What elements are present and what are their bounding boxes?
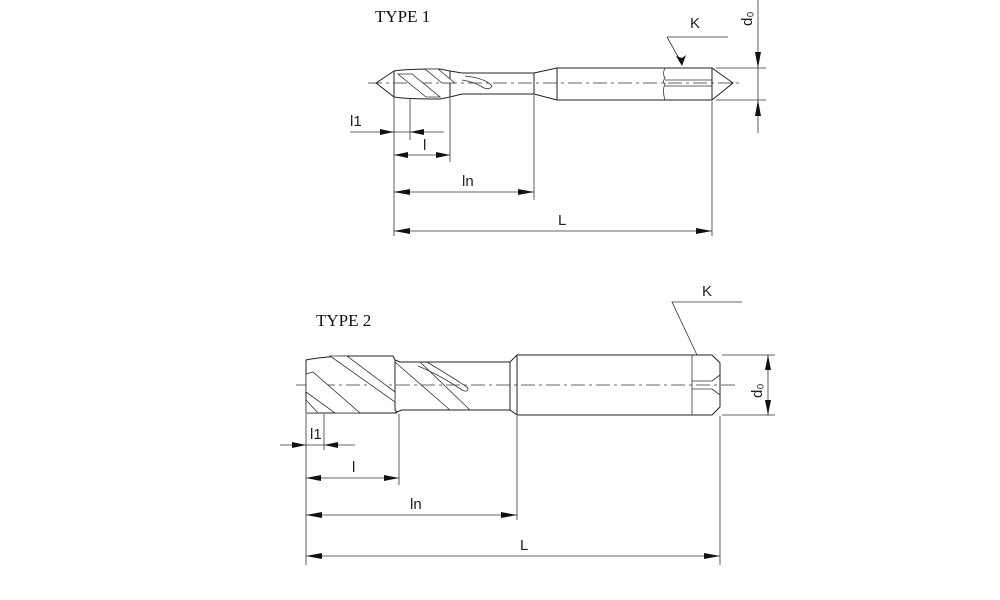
type1-label-ln: ln bbox=[462, 173, 474, 190]
type1-label-d0: d₀ bbox=[739, 11, 756, 26]
type1-drawing: TYPE 1 K d₀ bbox=[350, 0, 766, 236]
type1-label-l1: l1 bbox=[350, 113, 362, 130]
type2-label-d0: d₀ bbox=[749, 383, 766, 398]
type2-label-ln: ln bbox=[410, 496, 422, 513]
type2-title: TYPE 2 bbox=[316, 311, 371, 330]
type2-label-l1: l1 bbox=[310, 426, 322, 443]
type1-label-L: L bbox=[558, 212, 566, 229]
type1-label-l: l bbox=[423, 137, 426, 154]
type2-label-l: l bbox=[352, 459, 355, 476]
type2-label-L: L bbox=[520, 537, 528, 554]
type2-drawing: TYPE 2 K d₀ bbox=[280, 283, 775, 565]
type1-title: TYPE 1 bbox=[375, 7, 430, 26]
type2-label-k: K bbox=[702, 283, 712, 300]
type2-tool-body bbox=[296, 354, 735, 416]
type1-label-k: K bbox=[690, 15, 700, 32]
type1-tool-body bbox=[368, 67, 742, 101]
